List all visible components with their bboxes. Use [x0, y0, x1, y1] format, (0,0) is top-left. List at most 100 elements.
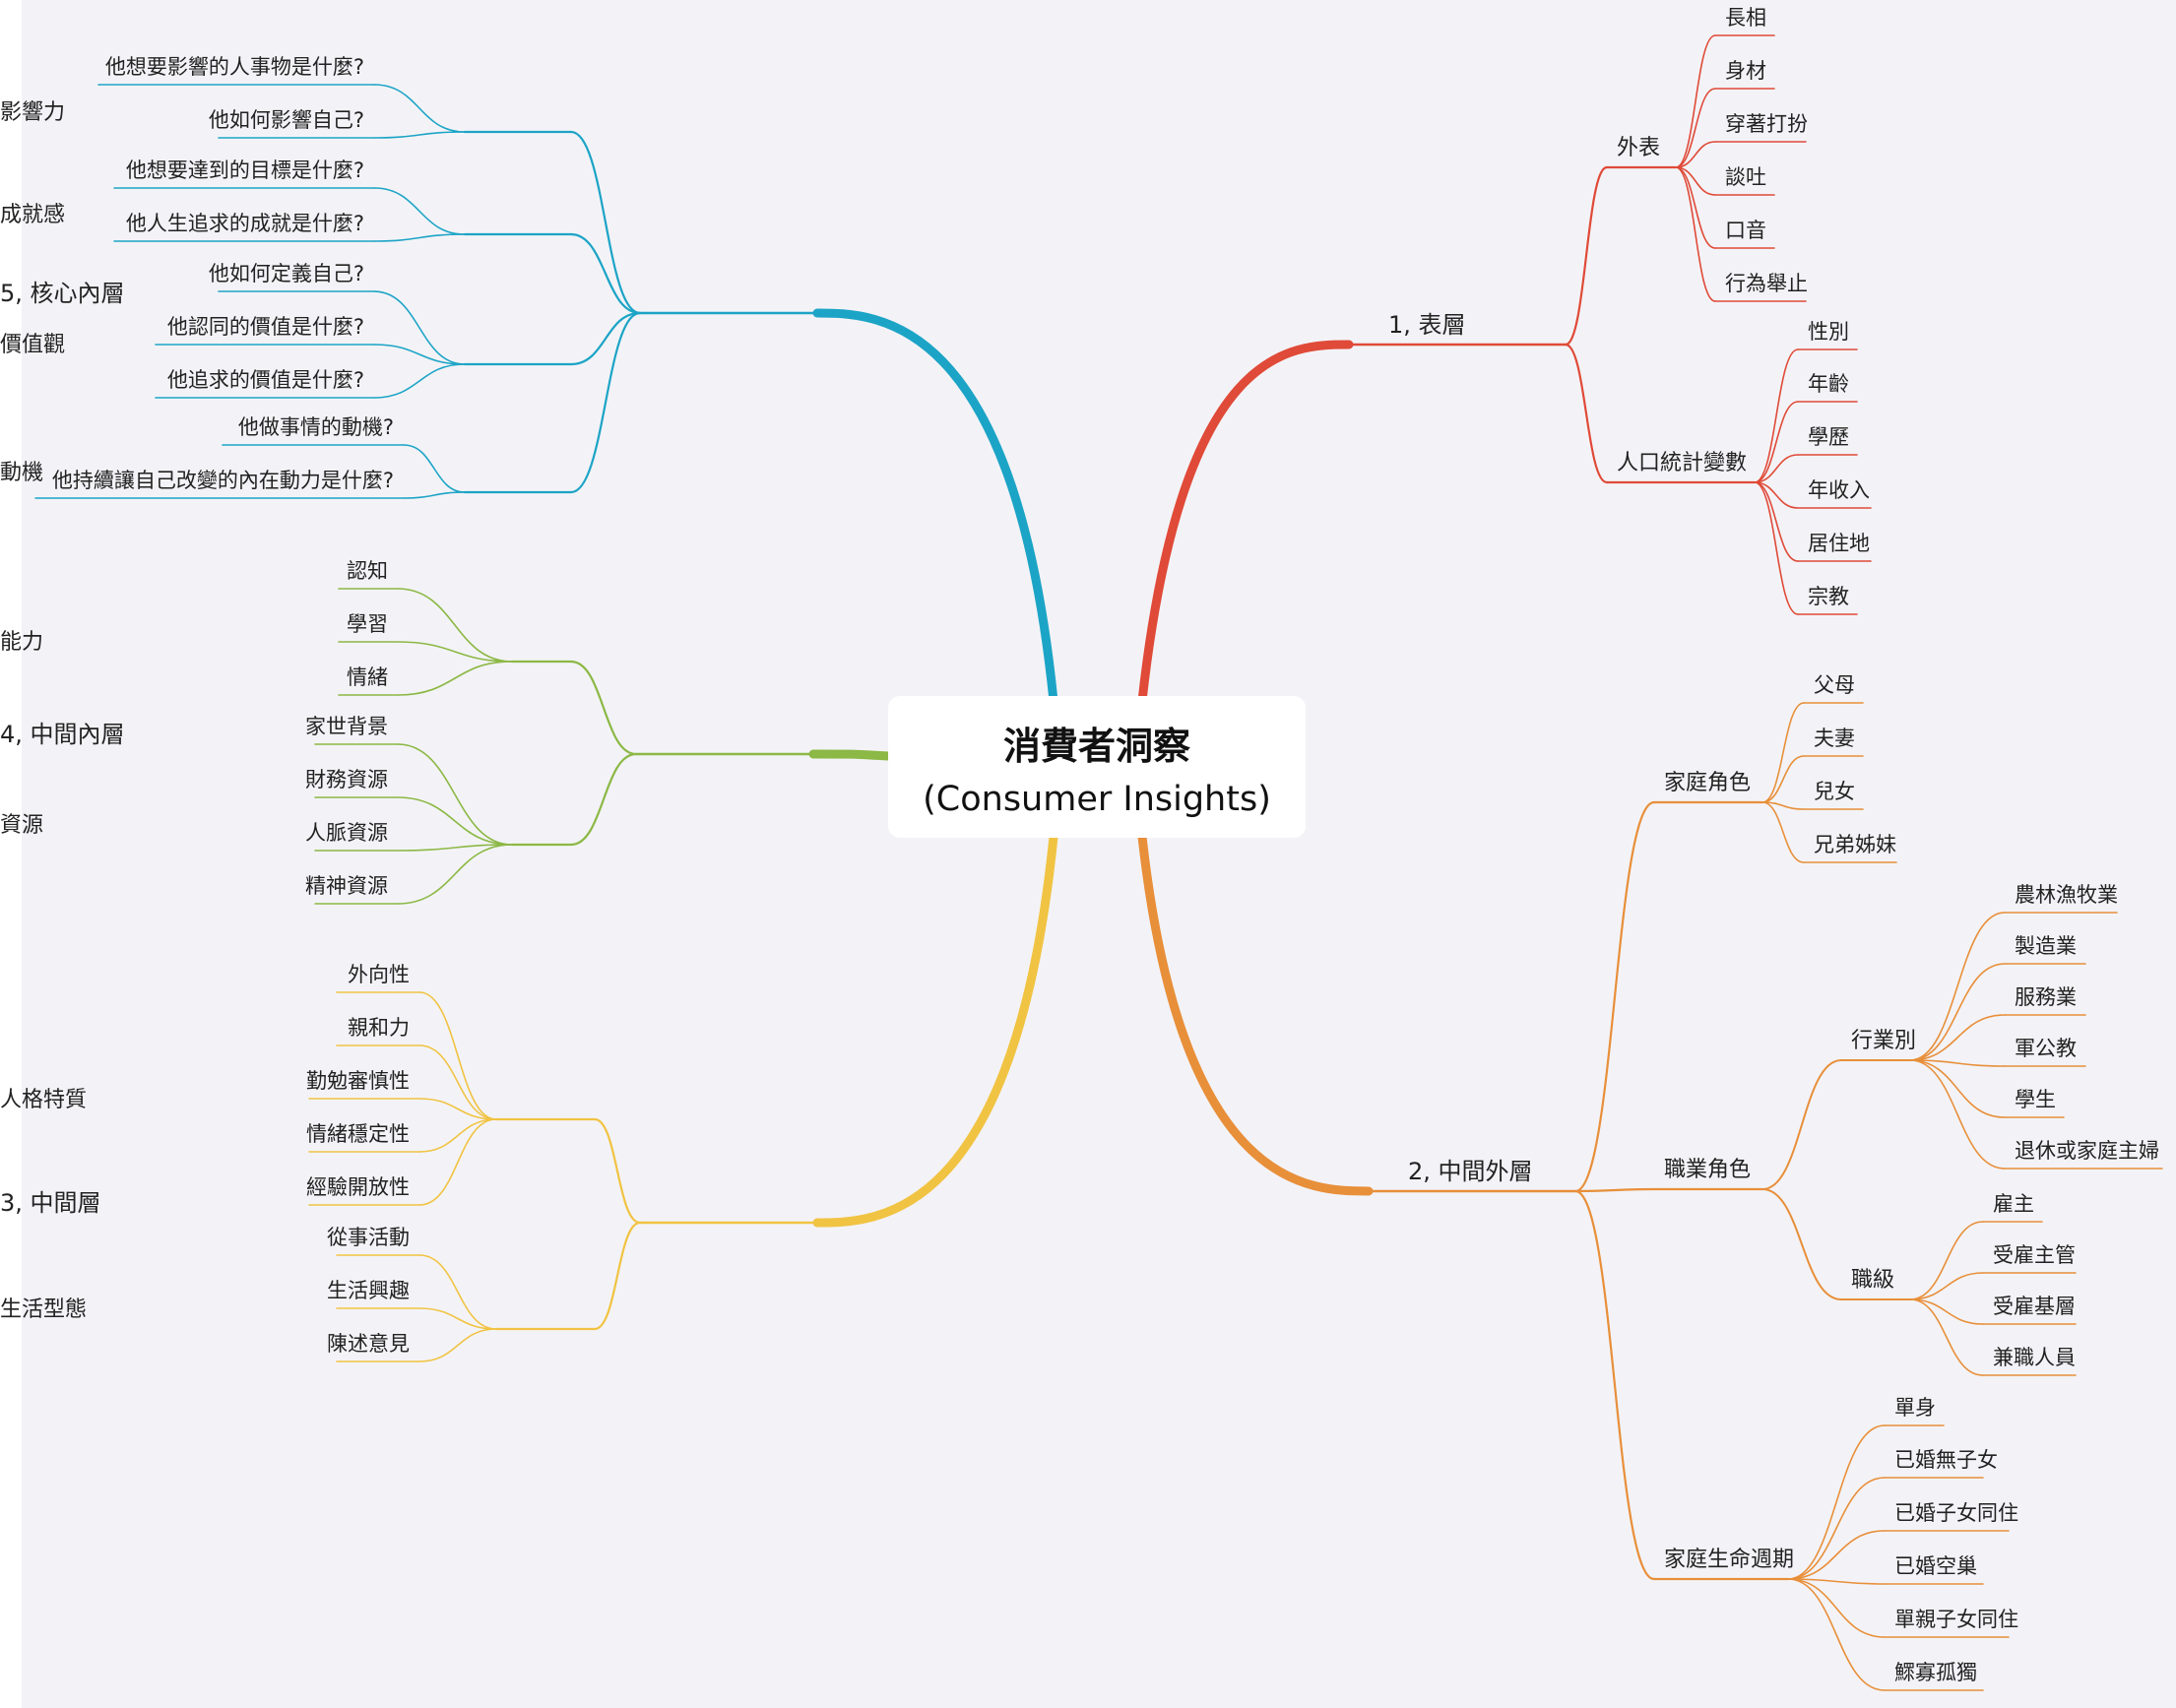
leaf-node[interactable]: 受雇基層 — [1993, 1295, 2076, 1318]
sub-node[interactable]: 生活型態 — [0, 1297, 88, 1322]
leaf-node[interactable]: 兒女 — [1814, 780, 1855, 803]
leaf-node[interactable]: 他想要達到的目標是什麼? — [125, 158, 364, 182]
sub-node-connector — [569, 752, 638, 847]
leaf-node[interactable]: 財務資源 — [305, 768, 388, 791]
leaf-node[interactable]: 居住地 — [1808, 532, 1870, 555]
main-branch-4[interactable]: 4, 中間內層 — [0, 721, 125, 748]
leaf-node-connector — [1761, 702, 1805, 803]
leaf-node-connector — [397, 588, 513, 663]
leaf-node[interactable]: 家世背景 — [305, 715, 388, 738]
sub-node[interactable]: 價值觀 — [0, 333, 66, 357]
leaf-node[interactable]: 宗教 — [1808, 585, 1849, 608]
root-node[interactable]: 消費者洞察 (Consumer Insights) — [888, 696, 1306, 838]
leaf-node[interactable]: 學歷 — [1808, 425, 1849, 449]
sub-node-connector — [1573, 1189, 1656, 1581]
leaf-node[interactable]: 精神資源 — [305, 874, 388, 898]
leaf-node[interactable]: 已婚空巢 — [1894, 1554, 1977, 1578]
leaf-node[interactable]: 人脈資源 — [305, 821, 388, 845]
sub-node-connector — [569, 660, 638, 756]
sub-node[interactable]: 家庭角色 — [1664, 771, 1752, 795]
leaf-node[interactable]: 父母 — [1814, 673, 1855, 697]
sub-node[interactable]: 職業角色 — [1664, 1158, 1752, 1182]
main-branch-2-curve — [1137, 832, 1374, 1196]
leaf-node[interactable]: 身材 — [1725, 59, 1766, 83]
sub-node[interactable]: 外表 — [1617, 136, 1661, 160]
leaf-node[interactable]: 他追求的價值是什麼? — [166, 368, 364, 392]
sub-node[interactable]: 影響力 — [0, 100, 66, 125]
leaf-node-connector — [418, 1098, 497, 1120]
leaf-node[interactable]: 鰥寡孤獨 — [1894, 1661, 1977, 1684]
leaf-node[interactable]: 年齡 — [1808, 372, 1849, 396]
leaf-node[interactable]: 行為舉止 — [1725, 272, 1808, 295]
sub-node-connector — [569, 311, 642, 494]
leaf-node[interactable]: 雇主 — [1993, 1192, 2034, 1216]
leaf-node[interactable]: 他認同的價值是什麼? — [166, 315, 364, 339]
leaf-node[interactable]: 外向性 — [348, 963, 410, 986]
leaf-node-connector — [1909, 1014, 2006, 1061]
leaf-node[interactable]: 他想要影響的人事物是什麼? — [104, 55, 364, 79]
sub-sub-node[interactable]: 行業別 — [1851, 1029, 1917, 1053]
leaf-node[interactable]: 學習 — [347, 612, 388, 636]
leaf-node[interactable]: 情緒穩定性 — [306, 1122, 410, 1146]
leaf-node-connector — [373, 233, 466, 242]
leaf-node[interactable]: 退休或家庭主婦 — [2015, 1139, 2159, 1163]
leaf-node[interactable]: 已婚無子女 — [1894, 1448, 1998, 1472]
leaf-node-connector — [373, 363, 466, 399]
leaf-node[interactable]: 陳述意見 — [327, 1332, 410, 1356]
sub-sub-node[interactable]: 職級 — [1851, 1268, 1895, 1293]
sub-node[interactable]: 能力 — [0, 630, 44, 655]
leaf-node[interactable]: 學生 — [2015, 1088, 2056, 1111]
sub-node[interactable]: 人格特質 — [0, 1088, 88, 1112]
leaf-node-connector — [418, 991, 497, 1120]
leaf-node[interactable]: 談吐 — [1725, 165, 1766, 189]
leaf-node[interactable]: 受雇主管 — [1993, 1243, 2076, 1267]
leaf-node[interactable]: 生活興趣 — [327, 1279, 410, 1302]
leaf-node[interactable]: 夫妻 — [1814, 727, 1855, 750]
main-branch-2[interactable]: 2, 中間外層 — [1408, 1158, 1533, 1185]
leaf-node[interactable]: 性別 — [1808, 320, 1849, 344]
leaf-node[interactable]: 他做事情的動機? — [237, 415, 394, 439]
leaf-node[interactable]: 兼職人員 — [1993, 1346, 2076, 1369]
sub-node[interactable]: 動機 — [0, 461, 44, 485]
leaf-node[interactable]: 勤勉審慎性 — [306, 1069, 410, 1093]
leaf-node-connector — [1787, 1578, 1886, 1585]
leaf-node[interactable]: 口音 — [1725, 219, 1766, 242]
leaf-node[interactable]: 穿著打扮 — [1725, 112, 1808, 136]
leaf-node[interactable]: 他如何定義自己? — [208, 262, 364, 285]
leaf-node-connector — [1787, 1578, 1886, 1638]
leaf-node[interactable]: 單親子女同住 — [1894, 1608, 2018, 1631]
sub-sub-node-connector — [1761, 1059, 1842, 1190]
sub-node[interactable]: 資源 — [0, 813, 44, 838]
leaf-node-connector — [1675, 88, 1716, 168]
leaf-node[interactable]: 製造業 — [2015, 934, 2077, 958]
leaf-node-connector — [1787, 1424, 1886, 1580]
leaf-node[interactable]: 服務業 — [2015, 985, 2077, 1009]
leaf-node[interactable]: 農林漁牧業 — [2015, 883, 2118, 907]
main-branch-5[interactable]: 5, 核心內層 — [0, 280, 125, 307]
main-branch-3[interactable]: 3, 中間層 — [0, 1189, 101, 1217]
leaf-node[interactable]: 親和力 — [348, 1016, 410, 1040]
leaf-node-connector — [1787, 1530, 1886, 1580]
leaf-node[interactable]: 經驗開放性 — [306, 1175, 410, 1199]
leaf-node[interactable]: 他如何影響自己? — [208, 108, 364, 132]
leaf-node[interactable]: 情緒 — [347, 665, 388, 689]
leaf-node-connector — [418, 1044, 497, 1120]
sub-node[interactable]: 家庭生命週期 — [1664, 1548, 1795, 1572]
leaf-node[interactable]: 兄弟姊妹 — [1814, 833, 1896, 856]
leaf-node[interactable]: 單身 — [1894, 1396, 1936, 1420]
sub-node[interactable]: 成就感 — [0, 203, 66, 227]
leaf-node[interactable]: 從事活動 — [327, 1226, 410, 1249]
leaf-node[interactable]: 軍公教 — [2015, 1037, 2077, 1060]
leaf-node[interactable]: 已婚子女同住 — [1894, 1501, 2018, 1525]
main-branch-1[interactable]: 1, 表層 — [1388, 311, 1466, 339]
sub-node[interactable]: 人口統計變數 — [1617, 451, 1748, 475]
main-branch-3-curve — [812, 832, 1058, 1228]
leaf-node[interactable]: 他人生追求的成就是什麼? — [125, 212, 364, 235]
mindmap-canvas — [22, 0, 2176, 1708]
leaf-node[interactable]: 他持續讓自己改變的內在動力是什麼? — [51, 469, 394, 492]
leaf-node[interactable]: 年收入 — [1808, 478, 1870, 502]
leaf-node[interactable]: 認知 — [347, 559, 388, 583]
leaf-node[interactable]: 長相 — [1725, 6, 1766, 30]
leaf-node-connector — [397, 743, 513, 846]
